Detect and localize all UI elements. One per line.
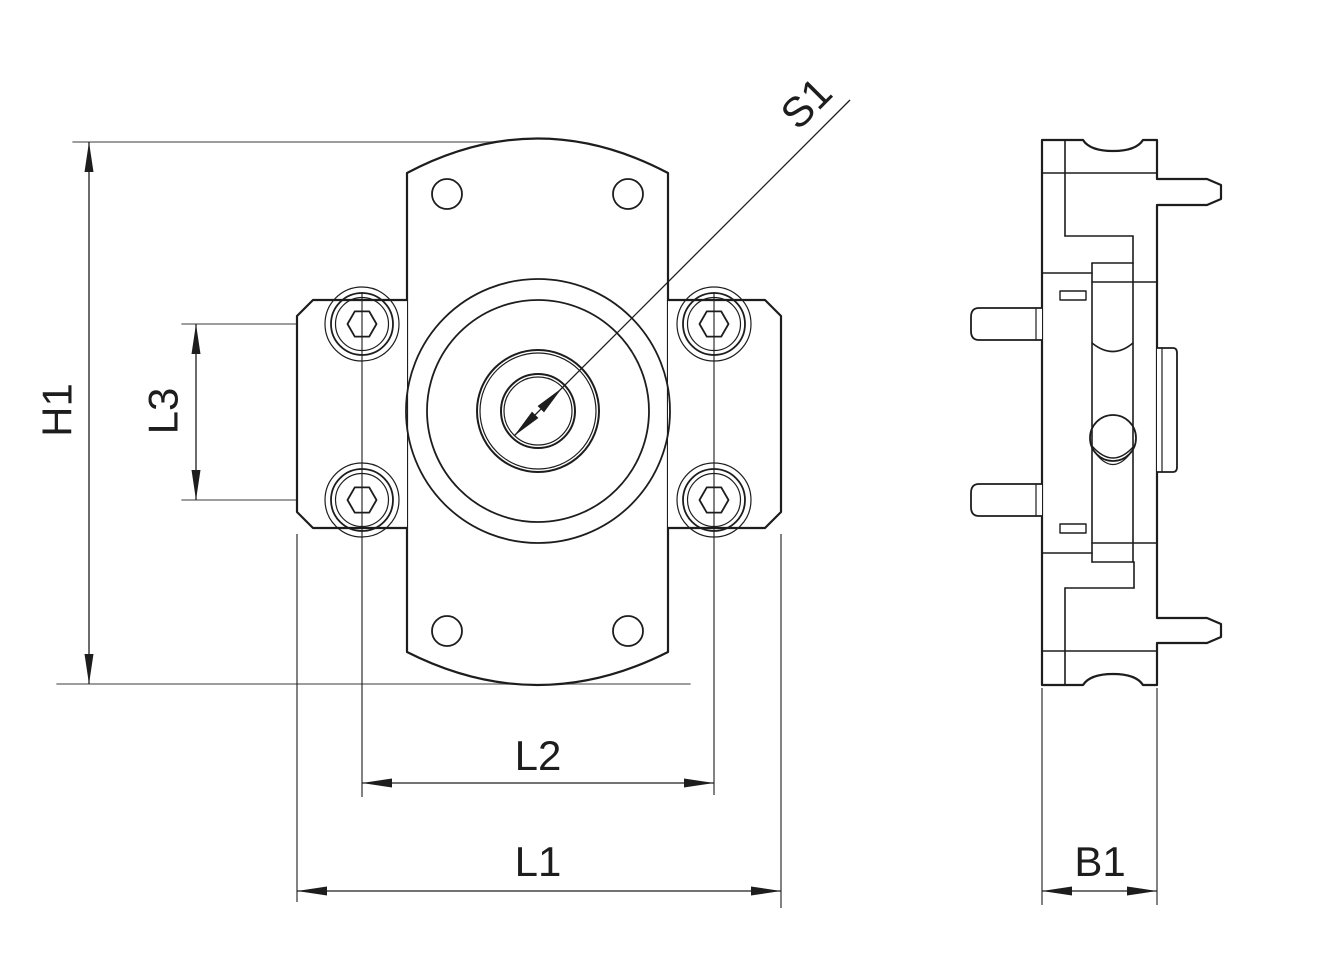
side-view (970, 138, 1223, 687)
dimension-l1: L1 (296, 534, 782, 908)
dimension-h1: H1 (34, 142, 94, 684)
center-bore-circles (405, 278, 671, 544)
left-flange-edge (295, 298, 409, 530)
side-screw-bottom (970, 483, 1043, 517)
l1-label: L1 (515, 838, 562, 885)
shaft-ball-detail (1089, 414, 1137, 466)
side-internal-lines (1041, 139, 1158, 686)
dimension-l2: L2 (361, 292, 715, 797)
dimension-b1: B1 (1041, 688, 1158, 905)
b1-label: B1 (1074, 838, 1125, 885)
right-flange-edge (666, 298, 783, 530)
side-screw-top (970, 307, 1043, 341)
l3-label: L3 (140, 388, 187, 435)
flange-tab-top (1059, 290, 1087, 301)
l2-label: L2 (515, 732, 562, 779)
h1-label: H1 (34, 383, 81, 437)
port-block (1156, 347, 1178, 473)
flange-tab-bottom (1059, 523, 1087, 534)
corner-holes (431, 178, 644, 647)
dimension-l3: L3 (140, 324, 201, 500)
s1-label: S1 (771, 68, 841, 138)
side-outline (1040, 138, 1223, 687)
